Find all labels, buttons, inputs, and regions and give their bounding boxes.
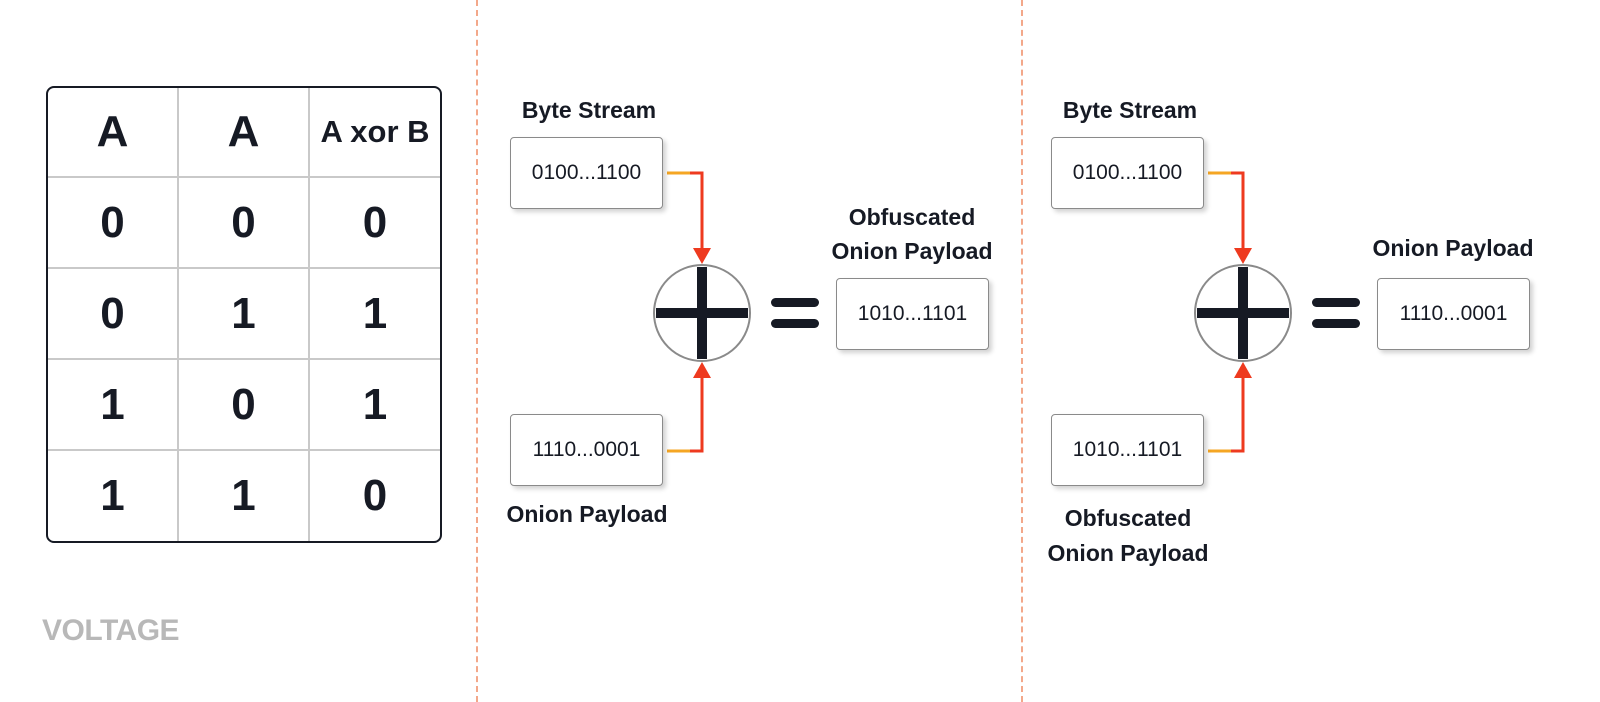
- table-cell: 0: [310, 178, 440, 269]
- divider-right: [1021, 0, 1023, 702]
- table-cell: 1: [179, 451, 310, 541]
- divider-left: [476, 0, 478, 702]
- table-cell: 0: [48, 269, 179, 360]
- arrow-bottom-decrypt: [1208, 362, 1252, 453]
- table-cell: 1: [48, 451, 179, 541]
- header-a-1: A: [48, 88, 179, 178]
- xor-plus-circle-icon: [653, 264, 751, 362]
- obfuscated-label-line2: Onion Payload: [831, 238, 993, 264]
- onion-payload-label: Onion Payload: [506, 501, 668, 527]
- table-cell: 0: [179, 360, 310, 451]
- byte-stream-box: 0100...1100: [1051, 137, 1204, 209]
- truth-table: A A A xor B 0 0 0 0 1 1 1 0 1 1 1 0: [46, 86, 442, 543]
- table-cell: 1: [310, 360, 440, 451]
- onion-payload-result-label: Onion Payload: [1372, 235, 1534, 261]
- table-cell: 0: [179, 178, 310, 269]
- onion-payload-result-box: 1110...0001: [1377, 278, 1530, 350]
- header-a-xor-b: A xor B: [310, 88, 440, 178]
- obfuscated-payload-box: 1010...1101: [1051, 414, 1204, 486]
- equals-icon: [1312, 298, 1360, 328]
- voltage-logo: VOLTAGE: [42, 614, 180, 647]
- byte-stream-box: 0100...1100: [510, 137, 663, 209]
- header-a-2: A: [179, 88, 310, 178]
- table-cell: 1: [310, 269, 440, 360]
- byte-stream-label: Byte Stream: [1062, 97, 1198, 123]
- arrow-top-encrypt: [667, 171, 711, 264]
- xor-plus-circle-icon: [1194, 264, 1292, 362]
- obfuscated-label-line2: Onion Payload: [1047, 540, 1209, 566]
- table-cell: 1: [48, 360, 179, 451]
- equals-icon: [771, 298, 819, 328]
- arrow-bottom-encrypt: [667, 362, 711, 453]
- table-cell: 0: [48, 178, 179, 269]
- byte-stream-label: Byte Stream: [521, 97, 657, 123]
- obfuscated-label-line1: Obfuscated: [848, 204, 976, 230]
- onion-payload-box: 1110...0001: [510, 414, 663, 486]
- obfuscated-result-box: 1010...1101: [836, 278, 989, 350]
- obfuscated-label-line1: Obfuscated: [1064, 505, 1192, 531]
- arrow-top-decrypt: [1208, 171, 1252, 264]
- table-cell: 0: [362, 471, 388, 520]
- table-cell: 1: [179, 269, 310, 360]
